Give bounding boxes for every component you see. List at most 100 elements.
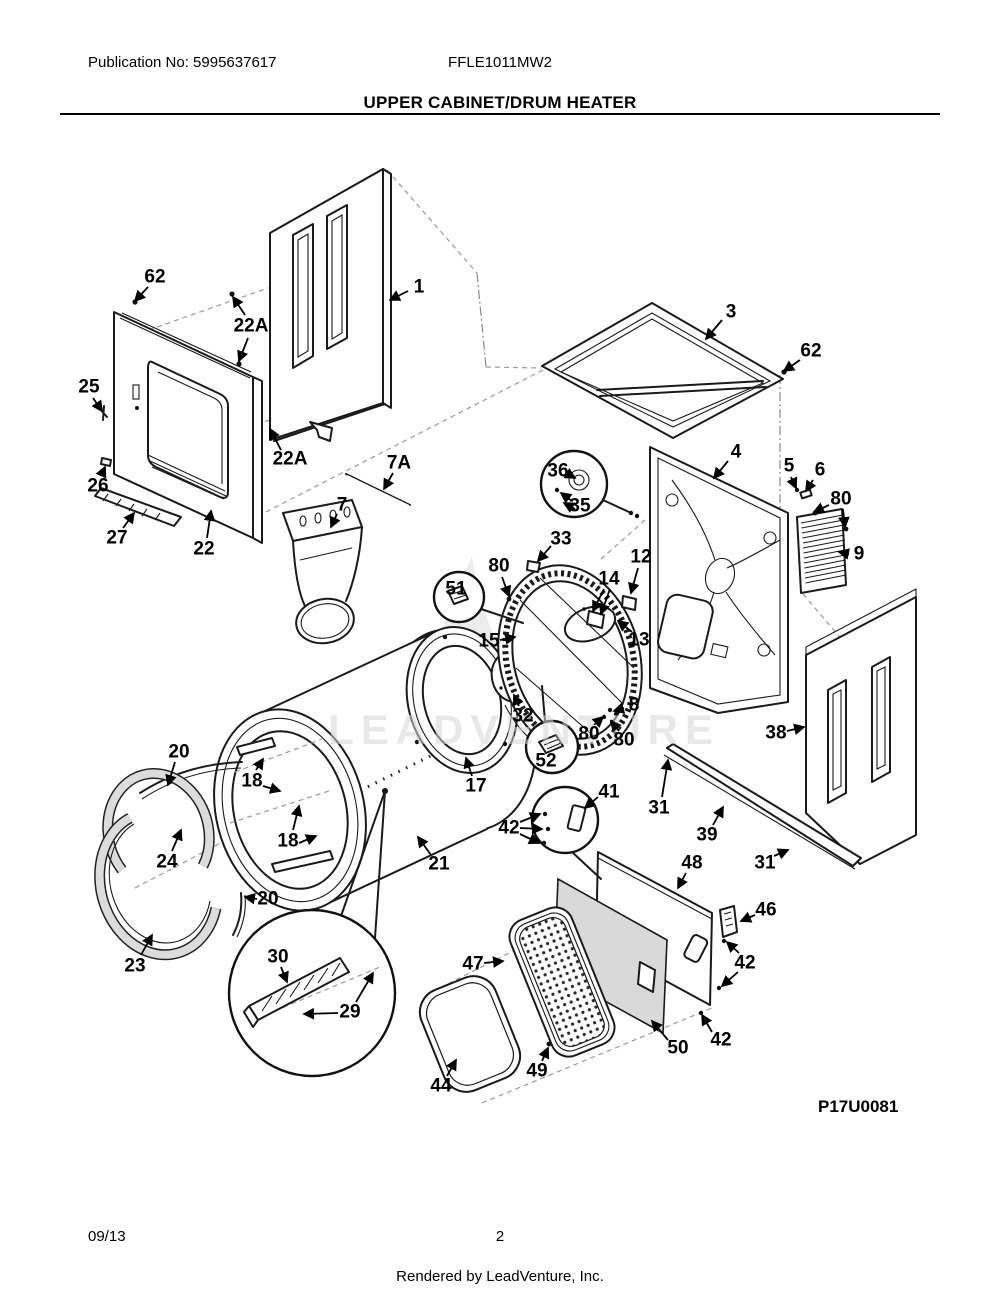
leader-line <box>298 834 318 846</box>
callout-23: 23 <box>124 956 145 977</box>
callout-80: 80 <box>578 724 599 745</box>
leader-line <box>133 286 149 303</box>
callout-7: 7 <box>337 495 348 516</box>
callout-29: 29 <box>339 1002 360 1023</box>
leader-line <box>519 822 544 835</box>
callout-44: 44 <box>430 1076 452 1097</box>
callout-3: 3 <box>726 302 737 323</box>
detail-circle-plate <box>530 785 602 880</box>
part-vent-grille <box>796 508 847 594</box>
part-perforated-panel <box>508 906 616 1058</box>
callout-21: 21 <box>428 854 450 875</box>
leader-line <box>329 513 341 529</box>
callout-33: 33 <box>550 529 571 550</box>
leader-line <box>712 460 729 480</box>
part-rear-bulkhead <box>649 446 789 714</box>
callout-1: 1 <box>414 277 425 298</box>
leader-line <box>512 693 524 707</box>
leader-line <box>591 715 605 728</box>
leader-line <box>786 476 798 490</box>
callout-62: 62 <box>800 341 821 362</box>
callout-49: 49 <box>526 1061 547 1082</box>
leader-line <box>559 491 573 504</box>
callout-42: 42 <box>498 818 519 839</box>
callout-22A: 22A <box>273 449 308 470</box>
leader-line <box>720 971 739 988</box>
leader-line <box>252 757 264 771</box>
page-title: UPPER CABINET/DRUM HEATER <box>363 93 637 112</box>
leader-line <box>616 619 633 633</box>
callout-35: 35 <box>569 496 591 517</box>
leader-line <box>612 702 626 714</box>
callout-24: 24 <box>156 852 178 873</box>
callout-17: 17 <box>465 776 486 797</box>
part-trim-strip <box>663 743 862 870</box>
leader-line <box>583 796 599 810</box>
leader-line <box>203 509 216 539</box>
publication-number: Publication No: 5995637617 <box>88 54 277 71</box>
footer-date: 09/13 <box>88 1228 126 1245</box>
detail-circle-switch <box>432 570 524 624</box>
callout-41: 41 <box>598 782 620 803</box>
callout-20: 20 <box>168 742 189 763</box>
detail-pointer-triangle <box>340 788 388 939</box>
leader-line <box>499 633 517 645</box>
part-top-panel <box>541 302 784 439</box>
part-front-panel <box>269 168 392 442</box>
callout-32: 32 <box>512 706 533 727</box>
callout-4: 4 <box>731 442 742 463</box>
footer-rendered-by: Rendered by LeadVenture, Inc. <box>396 1268 604 1285</box>
leader-line <box>677 872 688 890</box>
leader-line <box>91 397 103 413</box>
leader-line <box>383 472 394 491</box>
leader-line <box>812 502 830 514</box>
callout-47: 47 <box>462 954 483 975</box>
leader-line <box>609 719 622 733</box>
callout-36: 36 <box>547 461 568 482</box>
callout-52: 52 <box>535 751 556 772</box>
leader-line <box>302 1007 339 1020</box>
callout-25: 25 <box>78 377 100 398</box>
leader-line <box>712 805 724 826</box>
callout-39: 39 <box>696 825 717 846</box>
part-side-panel <box>805 588 917 865</box>
callout-6: 6 <box>815 460 826 481</box>
callout-48: 48 <box>681 853 702 874</box>
leader-line <box>660 758 673 798</box>
leader-line <box>355 971 374 1003</box>
callout-80: 80 <box>488 556 509 577</box>
callout-31: 31 <box>648 798 670 819</box>
callout-27: 27 <box>106 528 127 549</box>
part-door-strike-strip <box>94 487 182 527</box>
leader-line <box>140 933 153 956</box>
leader-line <box>171 828 183 852</box>
callout-80: 80 <box>830 489 851 510</box>
callout-8: 8 <box>629 695 640 716</box>
callout-31: 31 <box>754 853 776 874</box>
leader-line <box>416 835 432 856</box>
callout-18: 18 <box>277 831 298 852</box>
callout-42: 42 <box>710 1030 731 1051</box>
leader-line <box>463 756 475 777</box>
leader-line <box>837 548 850 560</box>
callout-51: 51 <box>445 579 467 600</box>
leader-line <box>838 508 850 529</box>
footer-page-number: 2 <box>495 1228 505 1245</box>
leader-line <box>122 511 136 529</box>
leader-line <box>805 479 817 493</box>
leader-line <box>290 804 303 831</box>
callout-42: 42 <box>734 953 755 974</box>
leader-line <box>786 723 806 735</box>
callout-7A: 7A <box>387 453 412 474</box>
leader-line <box>704 319 723 341</box>
callout-46: 46 <box>755 900 776 921</box>
header-rule <box>60 113 940 115</box>
leader-line <box>598 588 611 616</box>
watermark-text: LEADVENTURE <box>328 706 720 753</box>
callout-15: 15 <box>478 631 500 652</box>
leader-line <box>277 966 289 984</box>
leader-line <box>628 567 640 595</box>
callout-22: 22 <box>193 539 214 560</box>
callout-38: 38 <box>765 723 786 744</box>
